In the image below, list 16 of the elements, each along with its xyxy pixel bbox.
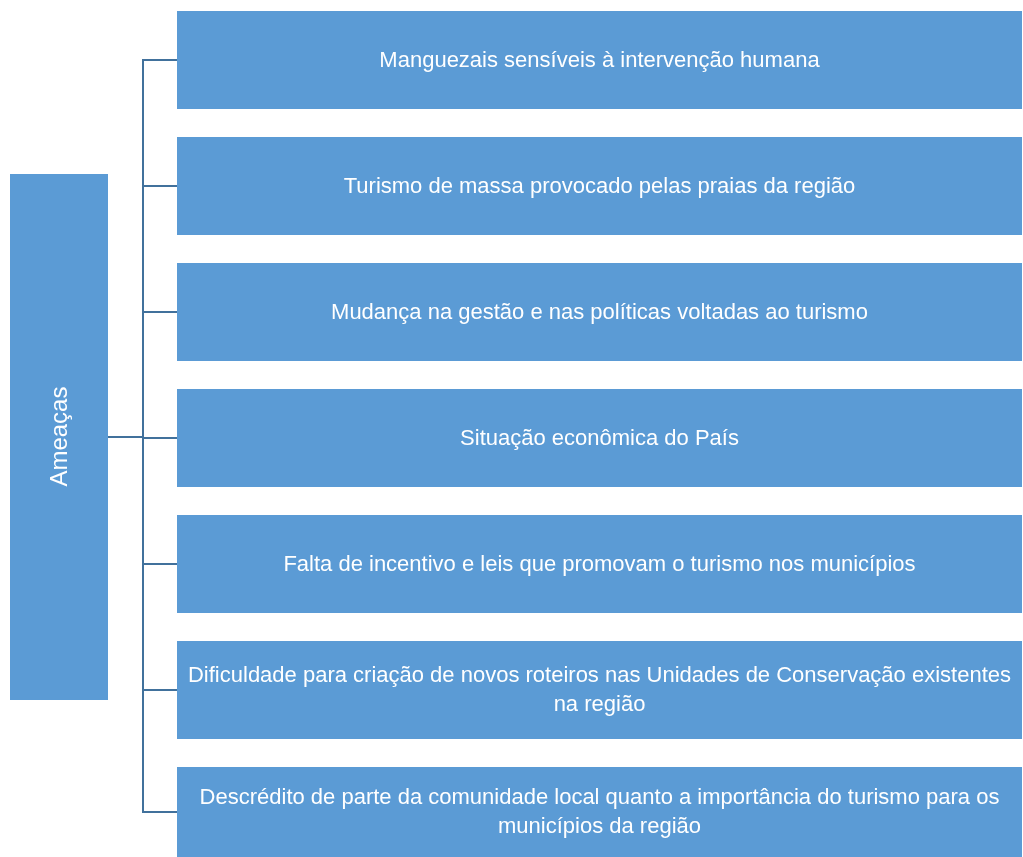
item-box (177, 263, 1022, 361)
item-label: Manguezais sensíveis à intervenção humana (379, 45, 820, 74)
category-label: Ameaças (44, 387, 74, 487)
item-label: Descrédito de parte da comunidade local quanto a importância do turismo para os municípios da região (198, 783, 1001, 840)
item-label: Falta de incentivo e leis que promovam o turismo nos municípios (283, 549, 916, 578)
item-label: Mudança na gestão e nas políticas voltadas ao turismo (331, 297, 868, 326)
item-box (177, 767, 1022, 857)
item-box (177, 515, 1022, 613)
item-box (177, 641, 1022, 739)
item-box (177, 137, 1022, 235)
item-label: Dificuldade para criação de novos roteiros nas Unidades de Conservação existentes na região (187, 661, 1012, 718)
category-box (10, 174, 108, 700)
item-label: Turismo de massa provocado pelas praias da região (343, 171, 856, 200)
item-box (177, 389, 1022, 487)
item-label: Situação econômica do País (460, 423, 739, 452)
item-box (177, 11, 1022, 109)
